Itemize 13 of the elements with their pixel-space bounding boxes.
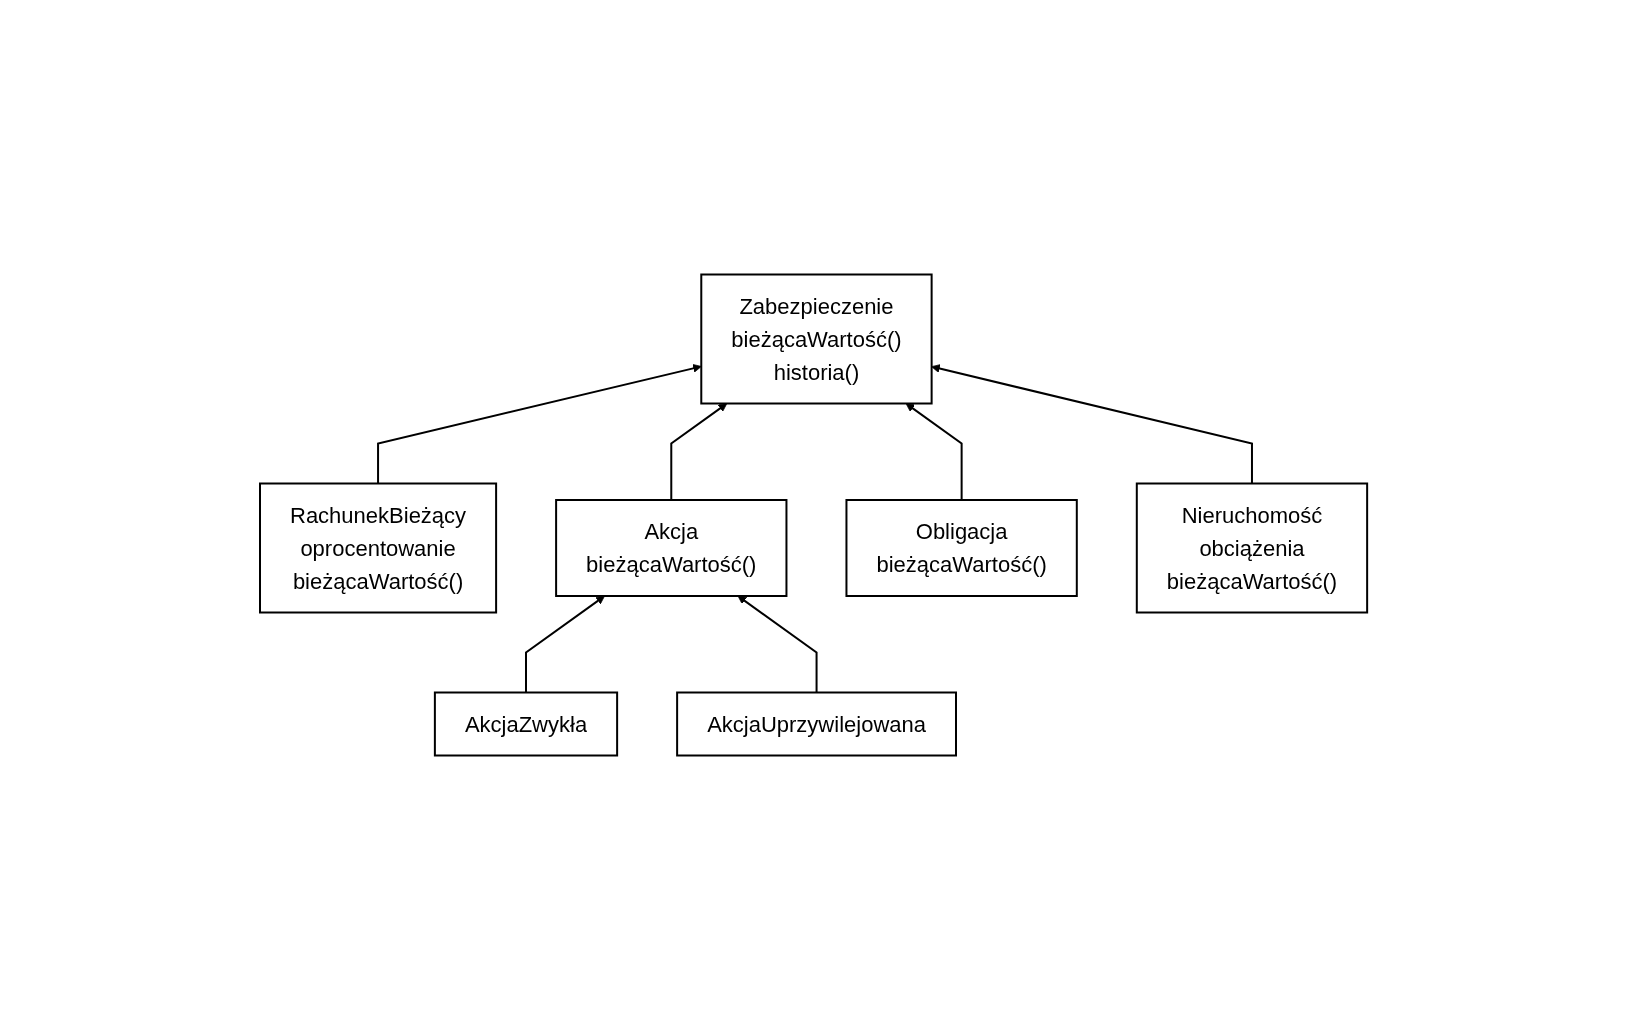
arrow [670,402,728,501]
arrow [737,595,818,693]
arrow [524,595,605,693]
node-box: AkcjaZwykła [433,691,619,756]
node-box: AkcjaUprzywilejowana [676,691,957,756]
node-box: Akcja bieżącaWartość() [555,498,788,597]
node-box: Obligacja bieżącaWartość() [845,498,1078,597]
node-box: RachunekBieżący oprocentowanie bieżącaWartość() [258,482,498,613]
node-box: Zabezpieczenie bieżącaWartość() historia() [700,273,933,404]
arrow [905,402,963,501]
node-box: Nieruchomość obciążenia bieżącaWartość() [1135,482,1369,613]
arrow [377,363,702,484]
arrow [931,363,1253,484]
